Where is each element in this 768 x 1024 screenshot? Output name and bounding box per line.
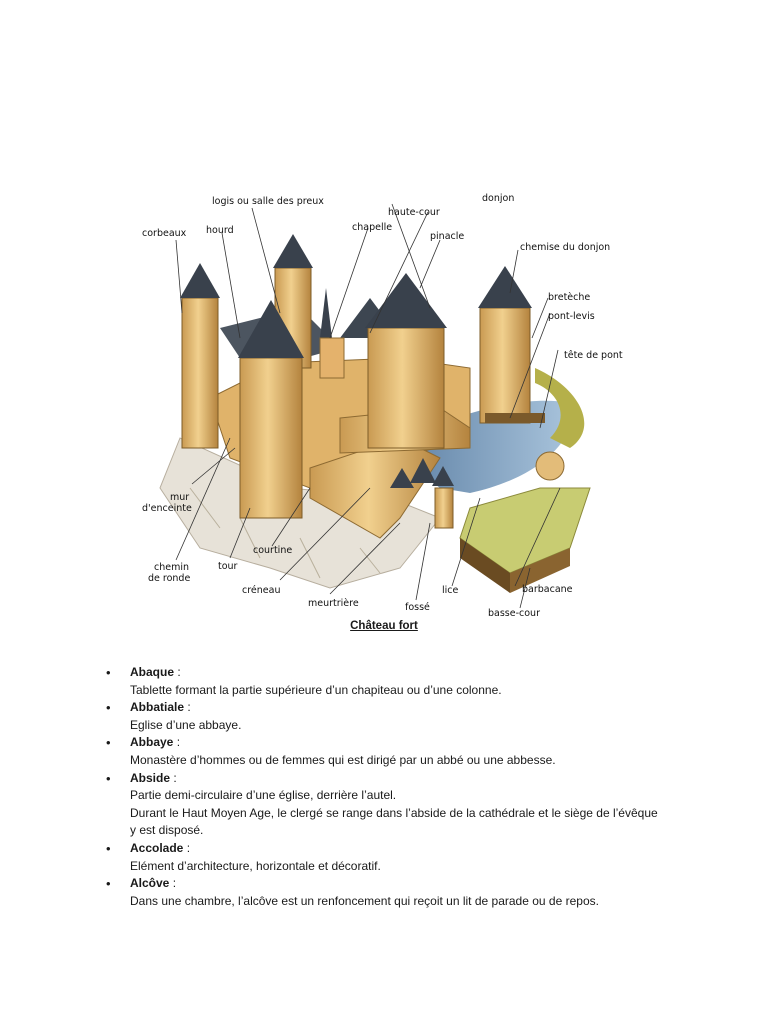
label-mur: mur — [170, 492, 189, 503]
term-separator: : — [183, 840, 191, 855]
label-pinacle: pinacle — [430, 231, 464, 242]
term-separator: : — [174, 665, 181, 679]
glossary-definition: Dans une chambre, l’alcôve est un renfon… — [130, 893, 599, 908]
label-chemise-du-donjon: chemise du donjon — [520, 242, 610, 253]
glossary-item: Abbatiale : Eglise d’une abbaye. — [106, 699, 666, 734]
glossary-definition: Partie demi-circulaire d’une église, der… — [130, 788, 397, 803]
castle-illustration: logis ou salle des preux donjon haute-co… — [140, 188, 626, 620]
label-logis: logis ou salle des preux — [212, 196, 324, 207]
label-enceinte: d'enceinte — [142, 503, 192, 514]
glossary-term: Abaque — [130, 665, 175, 679]
glossary-definition: Durant le Haut Moyen Age, le clergé se r… — [130, 805, 658, 838]
castle-drawing: logis ou salle des preux donjon haute-co… — [140, 188, 626, 620]
label-fosse: fossé — [405, 602, 430, 613]
label-hourd: hourd — [206, 225, 234, 236]
glossary-term: Abbatiale — [130, 700, 185, 715]
label-corbeaux: corbeaux — [142, 228, 187, 239]
label-creneau: créneau — [242, 585, 280, 596]
label-donjon: donjon — [482, 193, 514, 204]
label-lice: lice — [442, 585, 459, 596]
glossary-item: Alcôve : Dans une chambre, l’alcôve est … — [106, 875, 666, 910]
term-separator: : — [170, 770, 177, 785]
label-barbacane: barbacane — [522, 584, 573, 595]
label-tete-de-pont: tête de pont — [564, 350, 623, 361]
glossary-definition: Eglise d’une abbaye. — [130, 717, 242, 732]
glossary-item: Abside : Partie demi-circulaire d’une ég… — [106, 770, 666, 840]
label-pont-levis: pont-levis — [548, 311, 595, 322]
term-separator: : — [169, 876, 177, 891]
label-chemin: chemin — [154, 562, 189, 573]
glossary-term: Alcôve — [130, 876, 170, 891]
term-separator: : — [184, 700, 191, 715]
glossary-definition: Tablette formant la partie supérieure d’… — [130, 682, 502, 697]
label-chapelle: chapelle — [352, 222, 392, 233]
label-courtine: courtine — [253, 545, 292, 556]
glossary-list: Abaque : Tablette formant la partie supé… — [106, 664, 666, 910]
figure-caption: Château fort — [350, 620, 418, 632]
label-basse-cour: basse-cour — [488, 608, 540, 619]
label-tour: tour — [218, 561, 238, 572]
label-de-ronde: de ronde — [148, 573, 190, 584]
label-meurtriere: meurtrière — [308, 598, 359, 609]
glossary-item: Abaque : Tablette formant la partie supé… — [106, 664, 666, 699]
label-haute-cour: haute-cour — [388, 207, 440, 218]
glossary-item: Abbaye : Monastère d’hommes ou de femmes… — [106, 734, 666, 769]
glossary-term: Accolade — [130, 840, 184, 855]
glossary-definition: Elément d’architecture, horizontale et d… — [130, 858, 381, 873]
term-separator: : — [173, 735, 181, 750]
glossary-term: Abside — [130, 770, 171, 785]
glossary-definition: Monastère d’hommes ou de femmes qui est … — [130, 752, 556, 767]
glossary-item: Accolade : Elément d’architecture, horiz… — [106, 840, 666, 875]
label-breteche: bretèche — [548, 292, 590, 303]
glossary-term: Abbaye — [130, 735, 174, 750]
